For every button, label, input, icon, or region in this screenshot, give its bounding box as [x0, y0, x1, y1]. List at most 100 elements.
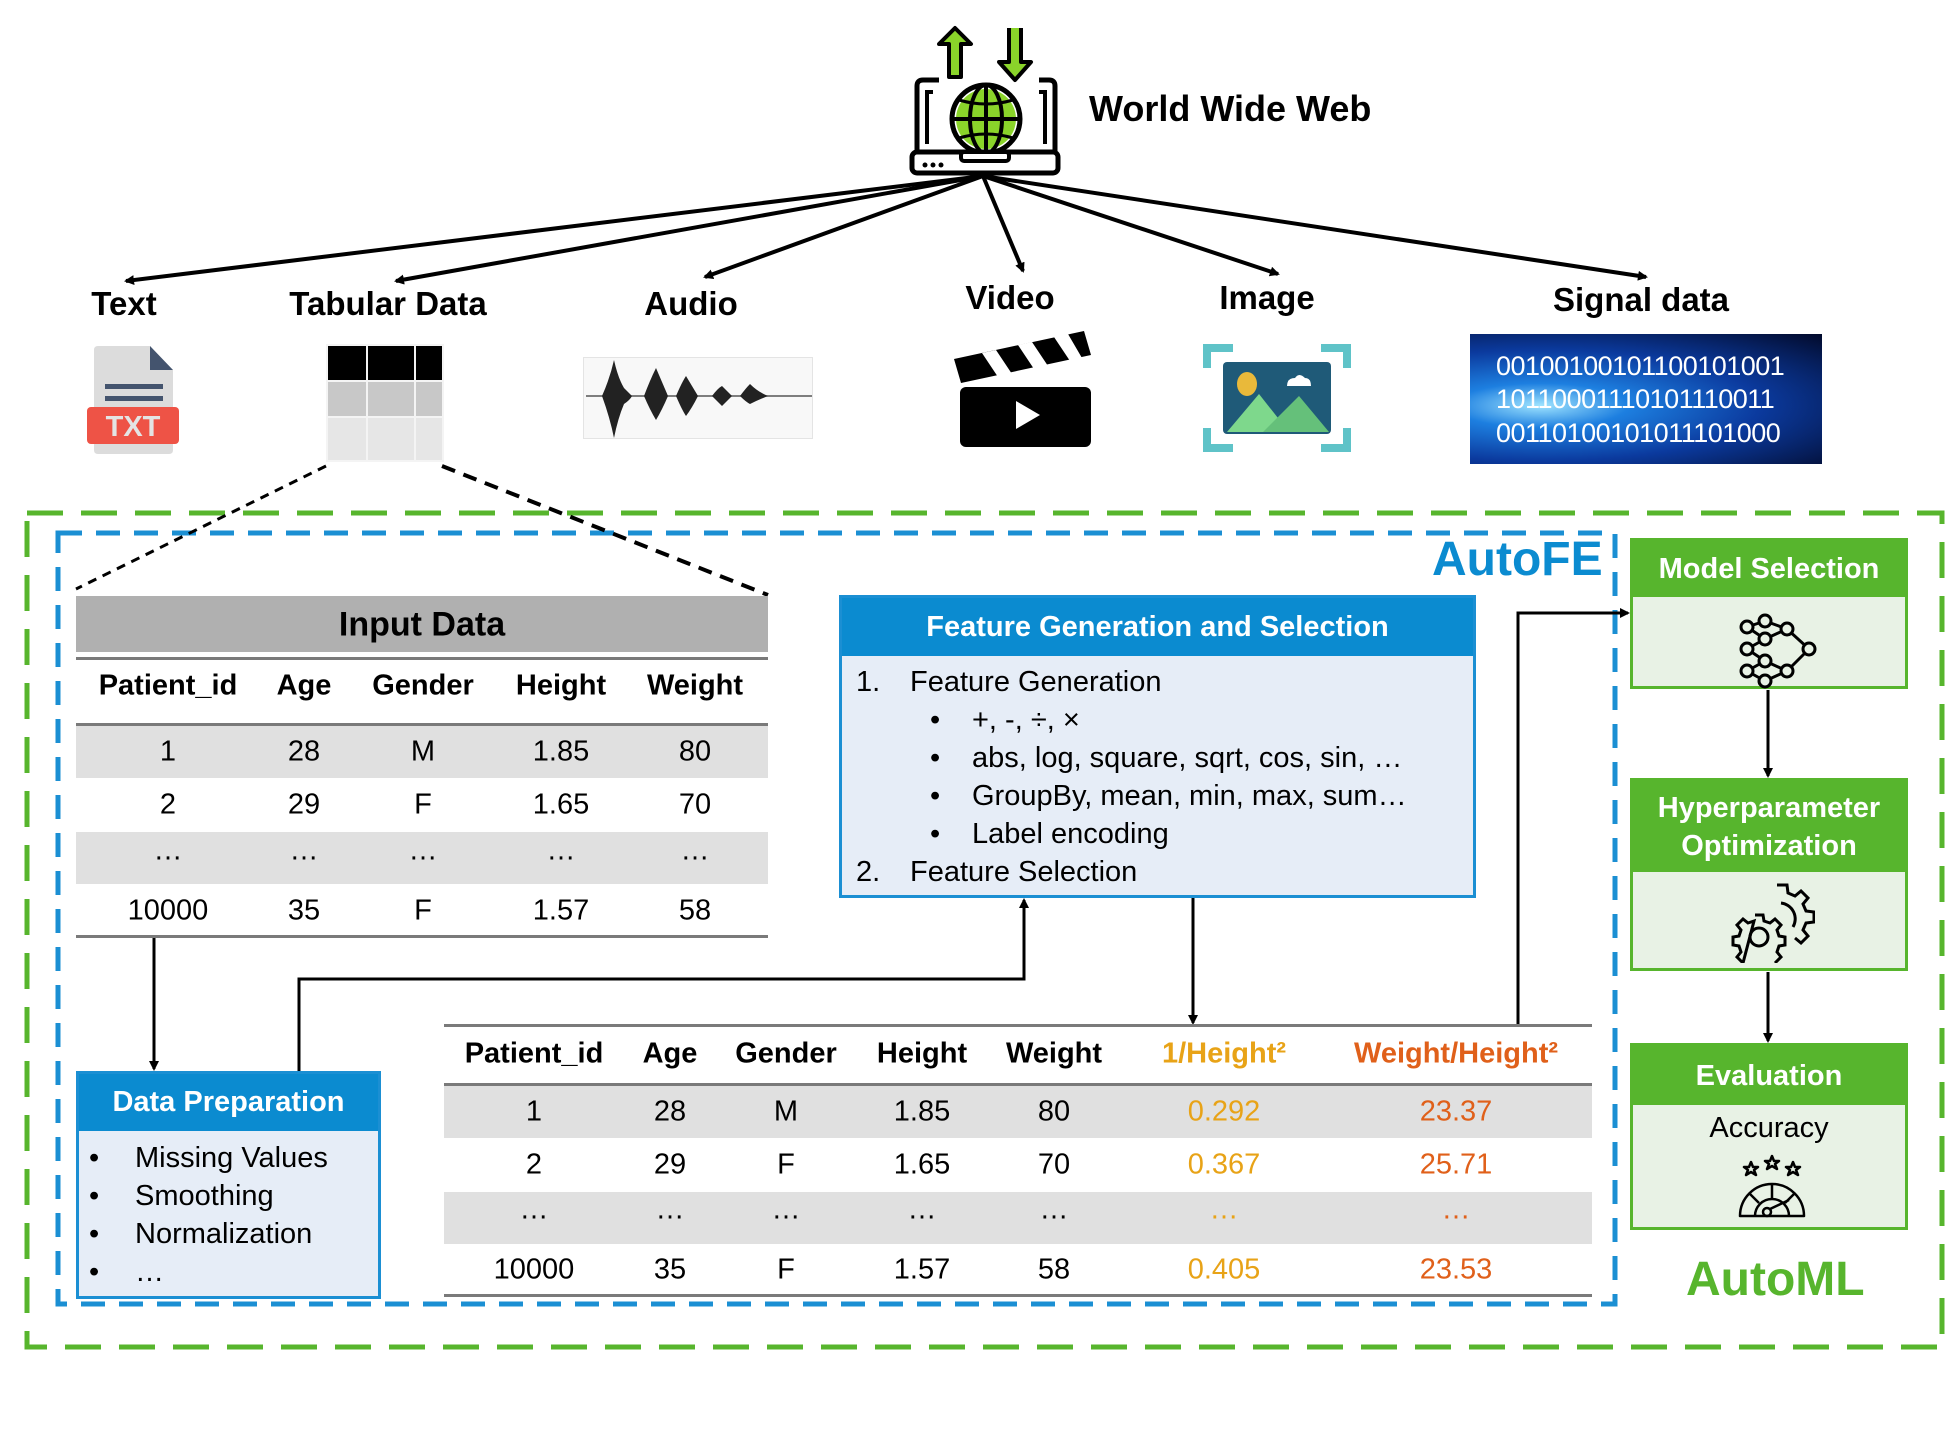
output-col-header: Patient_id [464, 1037, 604, 1070]
input-table-cell: 28 [287, 735, 321, 768]
input-table-cell: 35 [287, 894, 321, 927]
output-table-cell: 1.85 [893, 1095, 951, 1128]
rating-gauge-icon [1738, 1154, 1806, 1218]
output-table-cell: 80 [1037, 1095, 1071, 1128]
input-table-cell: 2 [159, 788, 177, 821]
input-col-header: Patient_id [98, 669, 238, 702]
feature-item: GroupBy, mean, min, max, sum… [972, 780, 1407, 812]
output-table-line-top [444, 1024, 1592, 1027]
web-source [909, 22, 1061, 177]
arrow-web-to-tabular [394, 174, 984, 285]
output-table-line-header [444, 1083, 1592, 1086]
output-table-cell: 58 [1037, 1253, 1071, 1286]
output-table-cell: 0.367 [1187, 1148, 1261, 1181]
input-col-header: Weight [646, 669, 744, 702]
input-table-cell: 1.85 [532, 735, 590, 768]
input-table-cell: … [408, 834, 438, 867]
feature-box-title: Feature Generation and Selection [842, 598, 1473, 656]
binary-signal-icon: 00100100101100101001 1011000111010111001… [1470, 334, 1822, 464]
output-table-cell: 23.37 [1419, 1095, 1493, 1128]
feature-bullet: • [930, 742, 941, 774]
input-table-line-bottom [76, 935, 768, 938]
model-selection-title: Model Selection [1633, 541, 1905, 597]
input-table-cell: 10000 [127, 894, 209, 927]
evaluation-metric: Accuracy [1709, 1112, 1829, 1144]
arrow-web-to-text [124, 174, 984, 285]
input-table-cell: 1 [159, 735, 177, 768]
txt-icon-text: TXT [105, 411, 161, 443]
output-table-cell: M [773, 1095, 799, 1128]
arrow-output-to-model [1516, 608, 1630, 1025]
input-table-cell: 80 [678, 735, 712, 768]
input-table-line-top [76, 657, 768, 660]
output-table-cell: 1.57 [893, 1253, 951, 1286]
feature-num: 2. [856, 856, 881, 888]
output-table-cell: 0.292 [1187, 1095, 1261, 1128]
feature-bullet: • [930, 780, 941, 812]
media-label-image: Image [1219, 279, 1315, 316]
input-table-cell: 29 [287, 788, 321, 821]
binary-line-2: 10110001110101110011 [1496, 384, 1775, 414]
output-table-cell: … [1441, 1193, 1471, 1226]
media-label-audio: Audio [644, 285, 738, 322]
input-table-cell: M [410, 735, 436, 768]
web-source-label: World Wide Web [1089, 88, 1372, 129]
output-col-header: 1/Height² [1161, 1037, 1287, 1070]
input-table-cell: 1.65 [532, 788, 590, 821]
output-table-cell: F [777, 1148, 795, 1181]
media-label-tabular: Tabular Data [289, 285, 487, 322]
evaluation-box: Evaluation Accuracy [1630, 1043, 1908, 1230]
output-table-cell: 10000 [493, 1253, 575, 1286]
neural-network-icon [1739, 613, 1817, 689]
prep-item: Normalization [135, 1218, 313, 1250]
output-table-cell: 2 [525, 1148, 543, 1181]
input-table-title-band [76, 596, 768, 652]
input-row-bg [76, 726, 768, 778]
prep-item: … [135, 1256, 164, 1288]
clapperboard-icon [954, 331, 1094, 447]
output-col-header: Height [876, 1037, 968, 1070]
data-preparation-title: Data Preparation [79, 1074, 378, 1131]
txt-file-icon: TXT [87, 346, 179, 454]
output-col-header: Gender [735, 1037, 837, 1070]
zoom-line-right [441, 464, 769, 597]
feature-item: Feature Generation [910, 666, 1162, 698]
prep-bullet: • [89, 1142, 100, 1174]
prep-bullet: • [89, 1256, 100, 1288]
feature-item: Label encoding [972, 818, 1169, 850]
output-row-bg [444, 1192, 1592, 1244]
output-table-cell: … [907, 1193, 937, 1226]
automl-label: AutoML [1686, 1253, 1865, 1306]
output-table-cell: … [771, 1193, 801, 1226]
prep-item: Smoothing [135, 1180, 274, 1212]
input-table-cell: F [414, 894, 432, 927]
output-table-line-bottom [444, 1294, 1592, 1297]
feature-item: +, -, ÷, × [972, 704, 1080, 736]
table-icon [326, 344, 444, 462]
binary-line-3: 00110100101011101000 [1496, 418, 1781, 448]
autofe-label: AutoFE [1432, 533, 1603, 586]
input-col-header: Age [276, 669, 332, 702]
binary-line-1: 00100100101100101001 [1496, 351, 1785, 381]
input-table-cell: … [680, 834, 710, 867]
feature-item: Feature Selection [910, 856, 1138, 888]
prep-bullet: • [89, 1218, 100, 1250]
zoom-line-left [75, 464, 327, 591]
input-col-header: Height [515, 669, 607, 702]
feature-item: abs, log, square, sqrt, cos, sin, … [972, 742, 1403, 774]
feature-num: 1. [856, 666, 881, 698]
output-table-cell: 25.71 [1419, 1148, 1493, 1181]
output-row-bg [444, 1086, 1592, 1138]
input-table-title: Input Data [338, 605, 506, 644]
output-table-cell: … [519, 1193, 549, 1226]
input-table-cell: 58 [678, 894, 712, 927]
output-table-cell: 35 [653, 1253, 687, 1286]
image-frame-icon [1203, 344, 1351, 452]
output-table-cell: F [777, 1253, 795, 1286]
input-table-cell: … [289, 834, 319, 867]
feature-generation-box: Feature Generation and Selection 1. Feat… [839, 595, 1476, 898]
output-col-header: Weight [1005, 1037, 1103, 1070]
input-table-cell: 70 [678, 788, 712, 821]
data-preparation-box: Data Preparation • Missing Values • Smoo… [76, 1071, 381, 1299]
input-table-line-header [76, 723, 768, 726]
